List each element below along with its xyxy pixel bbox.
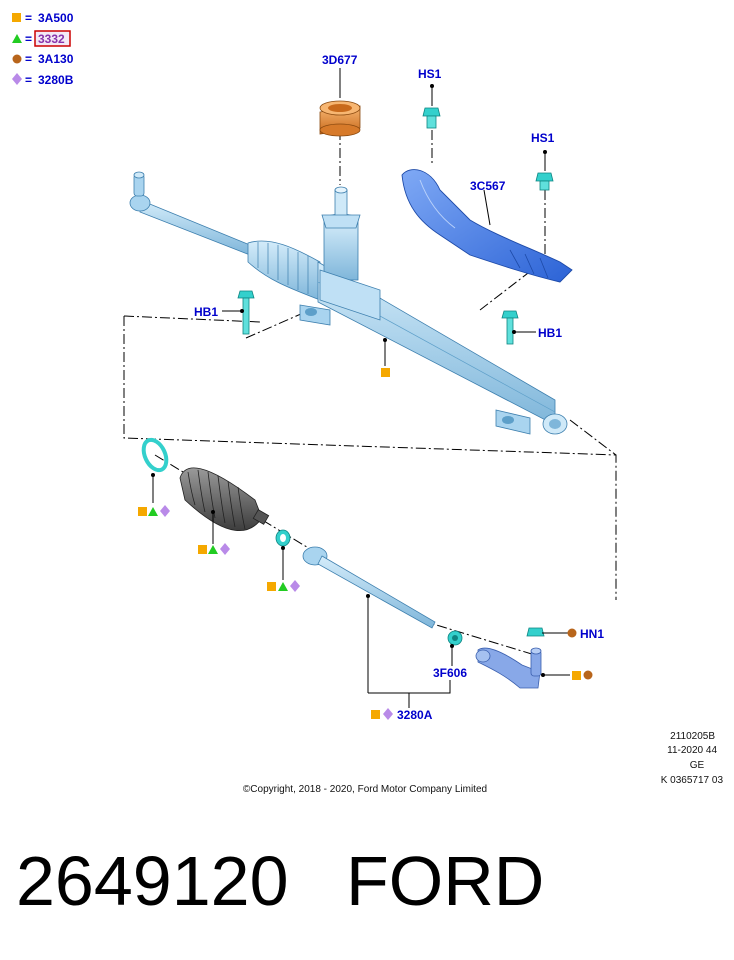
- legend-equals: =: [25, 73, 32, 87]
- meta-line-4: K 0365717 03: [661, 775, 724, 786]
- left-bellows: [247, 240, 321, 301]
- rack-square-icon: [381, 368, 390, 377]
- nut-hn1: [526, 627, 545, 637]
- callout-3c567: 3C567: [470, 179, 506, 193]
- legend-equals: =: [25, 11, 32, 25]
- diamond-icon: [160, 505, 170, 517]
- circle-icon: [583, 670, 593, 680]
- seal-3d677: [319, 100, 361, 137]
- legend-item-square: = 3A500: [12, 11, 74, 25]
- diamond-icon: [220, 543, 230, 555]
- legend-item-triangle: = 3332: [12, 30, 71, 47]
- valve-housing: [319, 269, 381, 321]
- bellows-symbols: [198, 543, 230, 555]
- legend-circle-icon: [12, 54, 22, 64]
- bolt-hs1-a: [422, 107, 441, 129]
- triangle-icon: [278, 582, 288, 591]
- footer-brand: FORD: [346, 842, 544, 920]
- legend: = 3A500 = 3332 = 3A130 = 3280B: [12, 11, 74, 87]
- legend-label-3280b: 3280B: [38, 73, 74, 87]
- legend-square-icon: [12, 13, 21, 22]
- highlight-box: [34, 30, 71, 47]
- outer-tie-rod-end: [475, 647, 542, 689]
- legend-item-diamond: = 3280B: [12, 73, 74, 87]
- callout-hs1-b: HS1: [531, 131, 555, 145]
- meta-line-1: 2110205B: [670, 731, 715, 742]
- legend-item-circle: = 3A130: [12, 52, 74, 66]
- clip-symbols: [267, 580, 300, 592]
- copyright: ©Copyright, 2018 - 2020, Ford Motor Comp…: [243, 784, 487, 795]
- legend-label-3332: 3332: [38, 32, 65, 46]
- legend-triangle-icon: [12, 34, 22, 43]
- triangle-icon: [208, 545, 218, 554]
- legend-equals: =: [25, 52, 32, 66]
- callout-hb1-right: HB1: [538, 326, 562, 340]
- pinion-tower: [323, 219, 359, 281]
- callout-hn1: HN1: [580, 627, 604, 641]
- left-tie-rod-end: [129, 194, 151, 212]
- small-clip: [275, 529, 291, 547]
- left-tie-rod: [139, 199, 251, 256]
- meta-line-3: GE: [690, 760, 705, 771]
- diamond-icon: [290, 580, 300, 592]
- meta-line-2: 11-2020 44: [667, 745, 717, 756]
- footer-part-number: 2649120: [16, 842, 289, 920]
- diamond-icon: [383, 708, 393, 720]
- legend-label-3a500: 3A500: [38, 11, 74, 25]
- nut-3f606: [447, 630, 463, 646]
- callout-hs1-a: HS1: [418, 67, 442, 81]
- callout-hb1-left: HB1: [194, 305, 218, 319]
- legend-equals: =: [25, 32, 32, 46]
- inner-tie-rod: [302, 546, 436, 629]
- left-mount: [299, 304, 331, 326]
- heat-shield-3c567: [401, 169, 573, 283]
- left-tie-rod-stud-top: [133, 171, 145, 179]
- bolt-hs1-b: [535, 172, 554, 191]
- triangle-icon: [148, 507, 158, 516]
- bolt-hb1-left: [237, 290, 255, 335]
- circle-icon: [567, 628, 577, 638]
- clamp-ring-symbols: [138, 505, 170, 517]
- tie-rod-end-symbols: [572, 670, 593, 680]
- callout-3f606: 3F606: [433, 666, 467, 680]
- square-icon: [572, 671, 581, 680]
- outer-3280a-symbols: [371, 708, 393, 720]
- legend-label-3a130: 3A130: [38, 52, 74, 66]
- bolt-hb1-right: [501, 310, 519, 345]
- steering-rack: [129, 171, 568, 435]
- square-icon: [198, 545, 207, 554]
- clamp-ring: [141, 437, 169, 473]
- callout-3280a: 3280A: [397, 708, 433, 722]
- diagram-metadata: 2110205B 11-2020 44 GE K 0365717 03: [661, 731, 724, 786]
- callout-3d677: 3D677: [322, 53, 358, 67]
- bellows-boot: [179, 467, 270, 532]
- legend-diamond-icon: [12, 73, 22, 85]
- square-icon: [371, 710, 380, 719]
- square-icon: [138, 507, 147, 516]
- square-icon: [267, 582, 276, 591]
